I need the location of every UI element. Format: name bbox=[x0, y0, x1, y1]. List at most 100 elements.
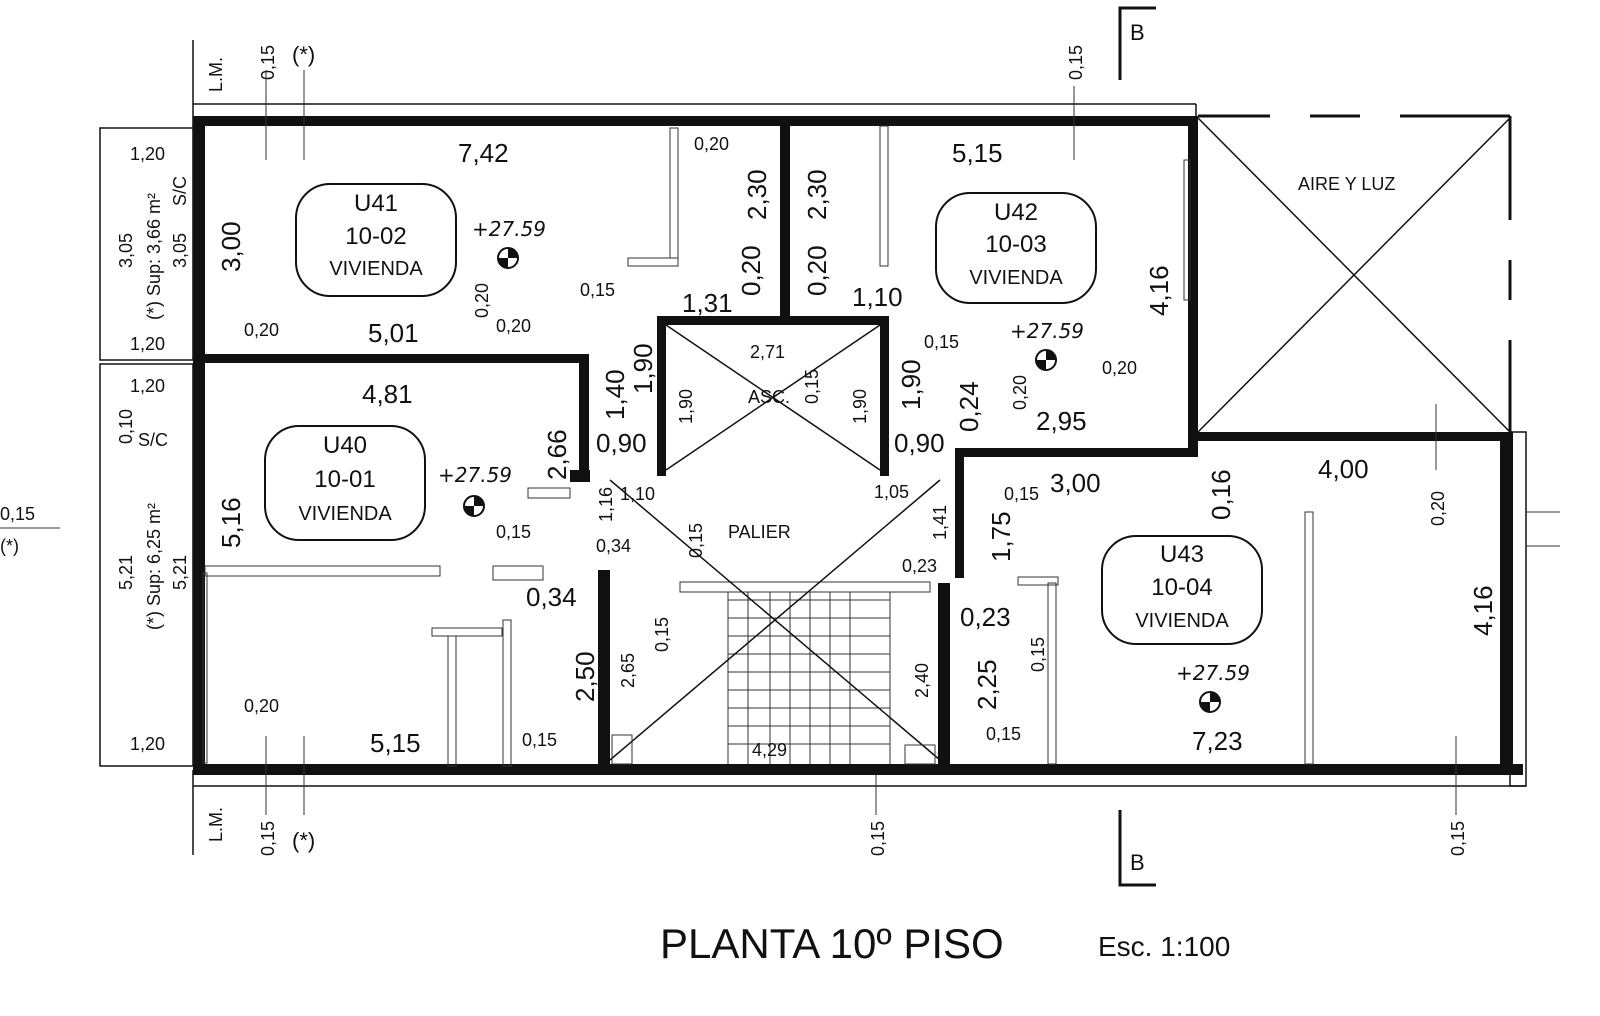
dim-text: 1,20 bbox=[130, 734, 165, 754]
dim-text: 0,15 bbox=[868, 821, 888, 856]
section-label-bottom: B bbox=[1130, 850, 1145, 875]
dim-text: 1,20 bbox=[130, 376, 165, 396]
dim-text: 0,23 bbox=[960, 602, 1011, 632]
dim-text: (*) bbox=[0, 536, 19, 556]
dim-text: 0,10 bbox=[116, 409, 136, 444]
dim-text: 1,75 bbox=[986, 511, 1016, 562]
dim-text: 0,34 bbox=[526, 582, 577, 612]
dim-text: 3,05 bbox=[170, 233, 190, 268]
dim-text: 0,20 bbox=[1102, 358, 1137, 378]
aire-y-luz-label: AIRE Y LUZ bbox=[1298, 174, 1395, 194]
dim-text: 5,01 bbox=[368, 318, 419, 348]
dim-text: 0,20 bbox=[244, 696, 279, 716]
dim-text: 2,40 bbox=[912, 663, 932, 698]
dim-text: 0,90 bbox=[596, 428, 647, 458]
section-marker-bottom bbox=[1118, 810, 1156, 887]
lm-label-top: L.M. bbox=[206, 57, 226, 92]
dim-text: 0,20 bbox=[736, 245, 766, 296]
asterisk-bottom: (*) bbox=[292, 828, 315, 853]
dim-text: 0,16 bbox=[1206, 469, 1236, 520]
level-value: +27.59 bbox=[1176, 661, 1250, 685]
dimensions-vertical: 3,00 5,16 2,30 2,30 4,16 4,16 1,90 1,90 … bbox=[116, 42, 1498, 856]
unit-number: 10-01 bbox=[314, 466, 375, 493]
dim-text: 0,15 bbox=[258, 821, 278, 856]
dim-text: 1,90 bbox=[850, 389, 870, 424]
unit-number: 10-02 bbox=[345, 223, 406, 250]
unit-u41: U41 10-02 VIVIENDA bbox=[295, 183, 457, 297]
dim-text: 1,20 bbox=[130, 334, 165, 354]
dim-text: 0,20 bbox=[1428, 491, 1448, 526]
dim-text: 0,24 bbox=[954, 381, 984, 432]
elevator-shaft bbox=[665, 324, 881, 471]
dim-text: 1,40 bbox=[600, 369, 630, 420]
dim-text: 5,15 bbox=[370, 728, 421, 758]
dim-text: 3,00 bbox=[216, 221, 246, 272]
unit-label-box bbox=[935, 192, 1097, 304]
walls bbox=[193, 116, 1523, 775]
dim-text: 2,25 bbox=[972, 659, 1002, 710]
dim-text: 0,15 bbox=[652, 617, 672, 652]
dim-text: 0,15 bbox=[258, 45, 278, 80]
dim-text: 0,15 bbox=[1028, 637, 1048, 672]
dim-text: 1,10 bbox=[620, 484, 655, 504]
level-marker-u40: +27.59 bbox=[438, 463, 512, 517]
dim-text: S/C bbox=[138, 430, 168, 450]
dim-text: 0,34 bbox=[596, 536, 631, 556]
dim-text: 1,10 bbox=[852, 282, 903, 312]
dim-text: (*) Sup: 3,66 m² bbox=[144, 193, 164, 320]
dim-text: 1,31 bbox=[682, 288, 733, 318]
dim-text: 5,16 bbox=[216, 497, 246, 548]
dim-text: 1,41 bbox=[930, 505, 950, 540]
section-marker-top bbox=[1118, 6, 1156, 80]
dim-text: 0,20 bbox=[244, 320, 279, 340]
dim-text: 7,42 bbox=[458, 138, 509, 168]
dim-text: 0,20 bbox=[496, 316, 531, 336]
unit-label-box bbox=[264, 425, 426, 541]
unit-type: VIVIENDA bbox=[1135, 610, 1229, 632]
dim-text: 4,16 bbox=[1468, 585, 1498, 636]
unit-u42: U42 10-03 VIVIENDA bbox=[935, 192, 1097, 304]
palier-label: PALIER bbox=[728, 522, 791, 542]
aire-y-luz-void bbox=[1197, 114, 1512, 433]
partitions bbox=[202, 125, 1314, 767]
unit-type: VIVIENDA bbox=[298, 503, 392, 525]
dim-text: 1,90 bbox=[676, 389, 696, 424]
lm-label-bottom: L.M. bbox=[206, 807, 226, 842]
dim-text: 0,15 bbox=[1066, 45, 1086, 80]
unit-type: VIVIENDA bbox=[329, 258, 423, 280]
dim-text: 4,29 bbox=[752, 740, 787, 760]
dim-text: 7,23 bbox=[1192, 726, 1243, 756]
asterisk-top: (*) bbox=[292, 42, 315, 67]
section-label-top: B bbox=[1130, 20, 1145, 45]
dim-text: 2,65 bbox=[618, 653, 638, 688]
dim-text: 0,15 bbox=[686, 523, 706, 558]
dim-text: 1,90 bbox=[628, 343, 658, 394]
dim-text: 2,50 bbox=[570, 651, 600, 702]
dim-text: 1,16 bbox=[596, 487, 616, 522]
unit-type: VIVIENDA bbox=[969, 267, 1063, 289]
dimension-ticks bbox=[0, 70, 1560, 815]
dimensions: 7,42 5,15 5,01 4,81 1,31 1,10 2,71 0,90 … bbox=[0, 134, 1369, 760]
dim-text: 0,15 bbox=[522, 730, 557, 750]
dim-text: 0,15 bbox=[802, 369, 822, 404]
dim-text: 1,90 bbox=[896, 359, 926, 410]
dim-text: 2,71 bbox=[750, 342, 785, 362]
unit-label-box bbox=[1101, 535, 1263, 645]
dim-text: 0,23 bbox=[902, 556, 937, 576]
unit-number: 10-03 bbox=[985, 231, 1046, 258]
dim-text: 0,15 bbox=[1004, 484, 1039, 504]
unit-number: 10-04 bbox=[1151, 574, 1212, 601]
plan-title: PLANTA 10º PISO bbox=[660, 920, 1004, 967]
dim-text: 5,15 bbox=[952, 138, 1003, 168]
dim-text: 0,15 bbox=[1448, 821, 1468, 856]
level-value: +27.59 bbox=[438, 463, 512, 487]
level-marker-u41: +27.59 bbox=[472, 217, 546, 269]
dim-text: 3,00 bbox=[1050, 468, 1101, 498]
dim-text: 0,20 bbox=[802, 245, 832, 296]
dim-text: 2,95 bbox=[1036, 406, 1087, 436]
level-value: +27.59 bbox=[472, 217, 546, 241]
dim-text: 0,15 bbox=[986, 724, 1021, 744]
stair bbox=[609, 479, 941, 765]
dim-text: 2,30 bbox=[742, 169, 772, 220]
